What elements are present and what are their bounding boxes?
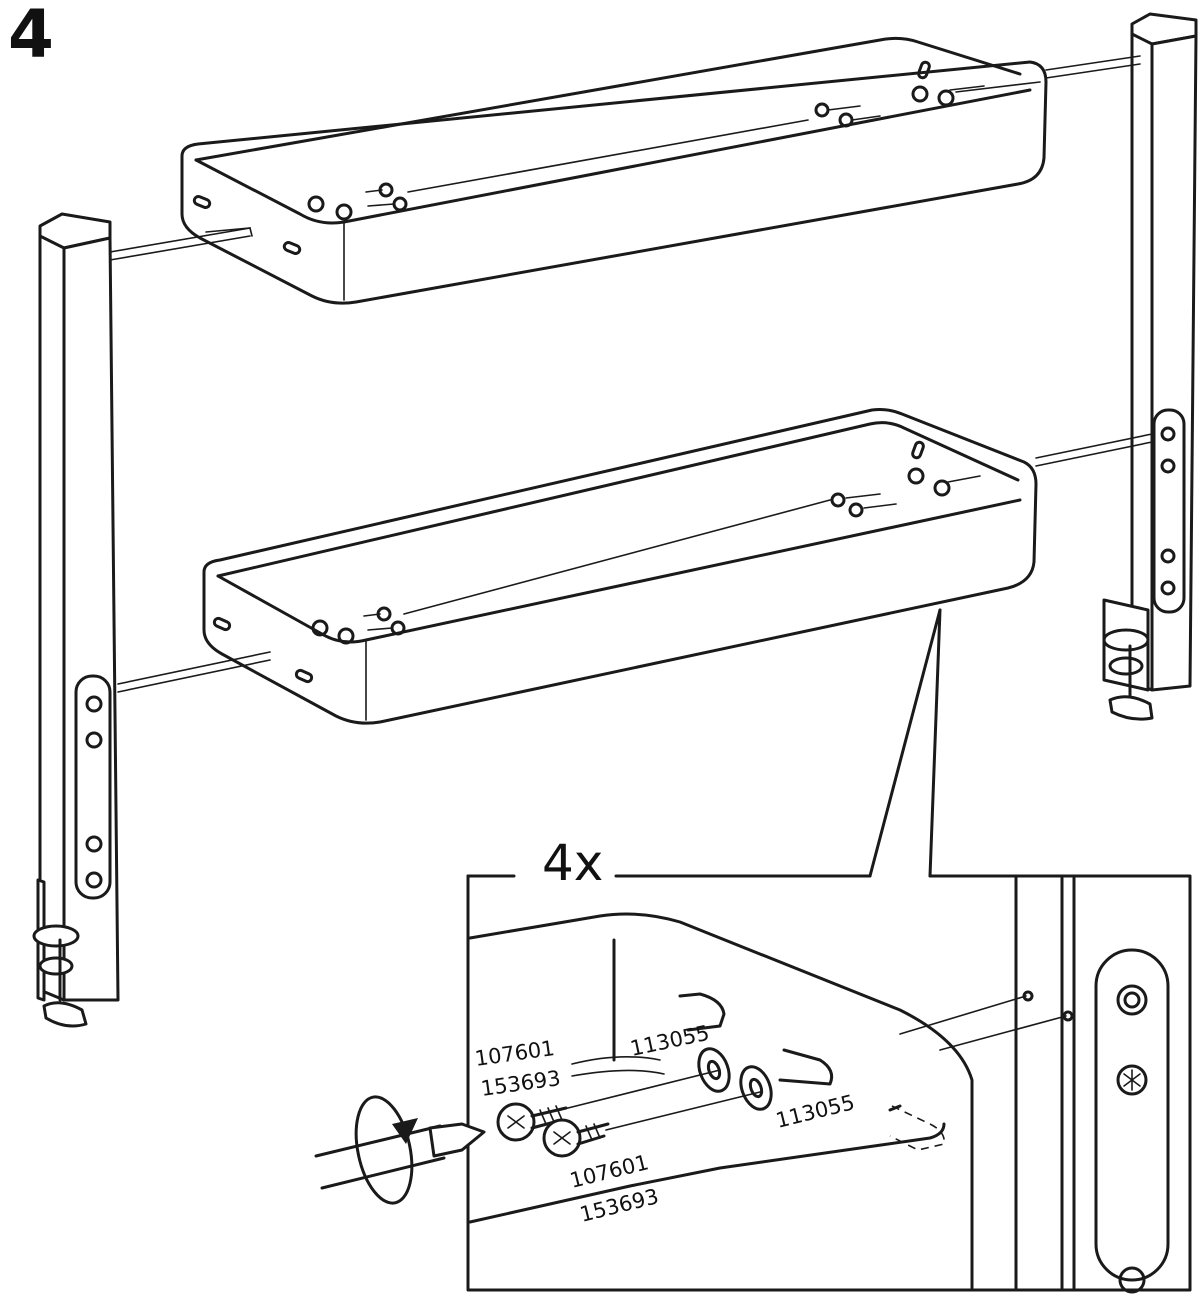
lower-tray: [202, 408, 1038, 725]
part-label-screw-lower-2: 153693: [577, 1184, 661, 1227]
detail-pointer: [868, 608, 942, 878]
part-label-screw-upper-1: 107601: [473, 1036, 556, 1071]
part-label-screw-lower-1: 107601: [567, 1150, 651, 1193]
upper-rails: [109, 55, 1141, 261]
upper-tray: [180, 36, 1048, 305]
part-label-washer-upper: 113055: [628, 1021, 711, 1061]
step-number: 4: [8, 0, 54, 73]
part-label-screw-upper-2: 153693: [479, 1066, 562, 1101]
quantity-label: 4x: [536, 838, 610, 888]
lower-rails: [117, 433, 1153, 693]
detail-frame: [466, 874, 1192, 1292]
right-leg: [1102, 12, 1198, 721]
left-leg: [32, 212, 120, 1028]
detail-content: [314, 876, 1170, 1294]
part-label-washer-lower: 113055: [773, 1090, 857, 1133]
